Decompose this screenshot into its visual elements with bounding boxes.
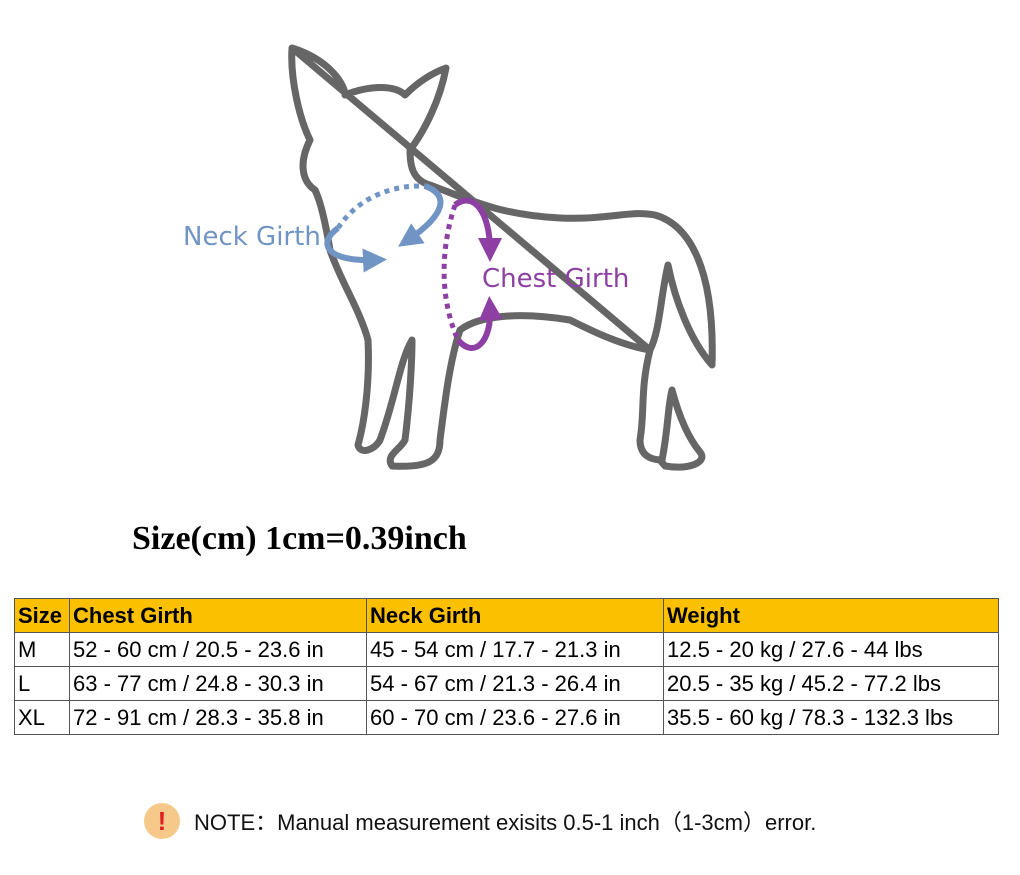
cell-size: M <box>14 632 70 667</box>
cell-weight: 12.5 - 20 kg / 27.6 - 44 lbs <box>663 632 999 667</box>
table-header-row: Size Chest Girth Neck Girth Weight <box>14 598 999 633</box>
warning-icon: ! <box>144 803 180 839</box>
cell-chest: 72 - 91 cm / 28.3 - 35.8 in <box>69 700 367 735</box>
size-title: Size(cm) 1cm=0.39inch <box>132 520 467 557</box>
dog-outline <box>288 44 716 471</box>
header-weight: Weight <box>663 598 999 633</box>
size-table: Size Chest Girth Neck Girth Weight M 52 … <box>14 598 999 735</box>
neck-girth-label: Neck Girth <box>183 222 321 252</box>
dog-measurement-diagram: Neck Girth Chest Girth <box>183 44 716 471</box>
cell-neck: 45 - 54 cm / 17.7 - 21.3 in <box>366 632 664 667</box>
neck-arrow-left <box>324 225 387 273</box>
table-row: M 52 - 60 cm / 20.5 - 23.6 in 45 - 54 cm… <box>14 632 999 667</box>
chest-girth-label: Chest Girth <box>482 264 629 294</box>
cell-size: XL <box>14 700 70 735</box>
cell-neck: 54 - 67 cm / 21.3 - 26.4 in <box>366 666 664 701</box>
header-neck-girth: Neck Girth <box>366 598 664 633</box>
neck-arrow-right <box>398 183 444 247</box>
cell-chest: 63 - 77 cm / 24.8 - 30.3 in <box>69 666 367 701</box>
header-size: Size <box>14 598 70 633</box>
measurement-note: ! NOTE：Manual measurement exisits 0.5-1 … <box>144 803 816 839</box>
cell-weight: 20.5 - 35 kg / 45.2 - 77.2 lbs <box>663 666 999 701</box>
chest-arrow-bottom <box>455 296 503 351</box>
table-row: XL 72 - 91 cm / 28.3 - 35.8 in 60 - 70 c… <box>14 700 999 735</box>
cell-chest: 52 - 60 cm / 20.5 - 23.6 in <box>69 632 367 667</box>
chest-arrow-top <box>453 197 502 262</box>
cell-neck: 60 - 70 cm / 23.6 - 27.6 in <box>366 700 664 735</box>
chest-girth-dotted-line <box>441 204 461 342</box>
table-row: L 63 - 77 cm / 24.8 - 30.3 in 54 - 67 cm… <box>14 666 999 701</box>
header-chest-girth: Chest Girth <box>69 598 367 633</box>
neck-girth-dotted-line <box>335 183 426 230</box>
cell-size: L <box>14 666 70 701</box>
note-text: NOTE：Manual measurement exisits 0.5-1 in… <box>194 810 817 835</box>
cell-weight: 35.5 - 60 kg / 78.3 - 132.3 lbs <box>663 700 999 735</box>
